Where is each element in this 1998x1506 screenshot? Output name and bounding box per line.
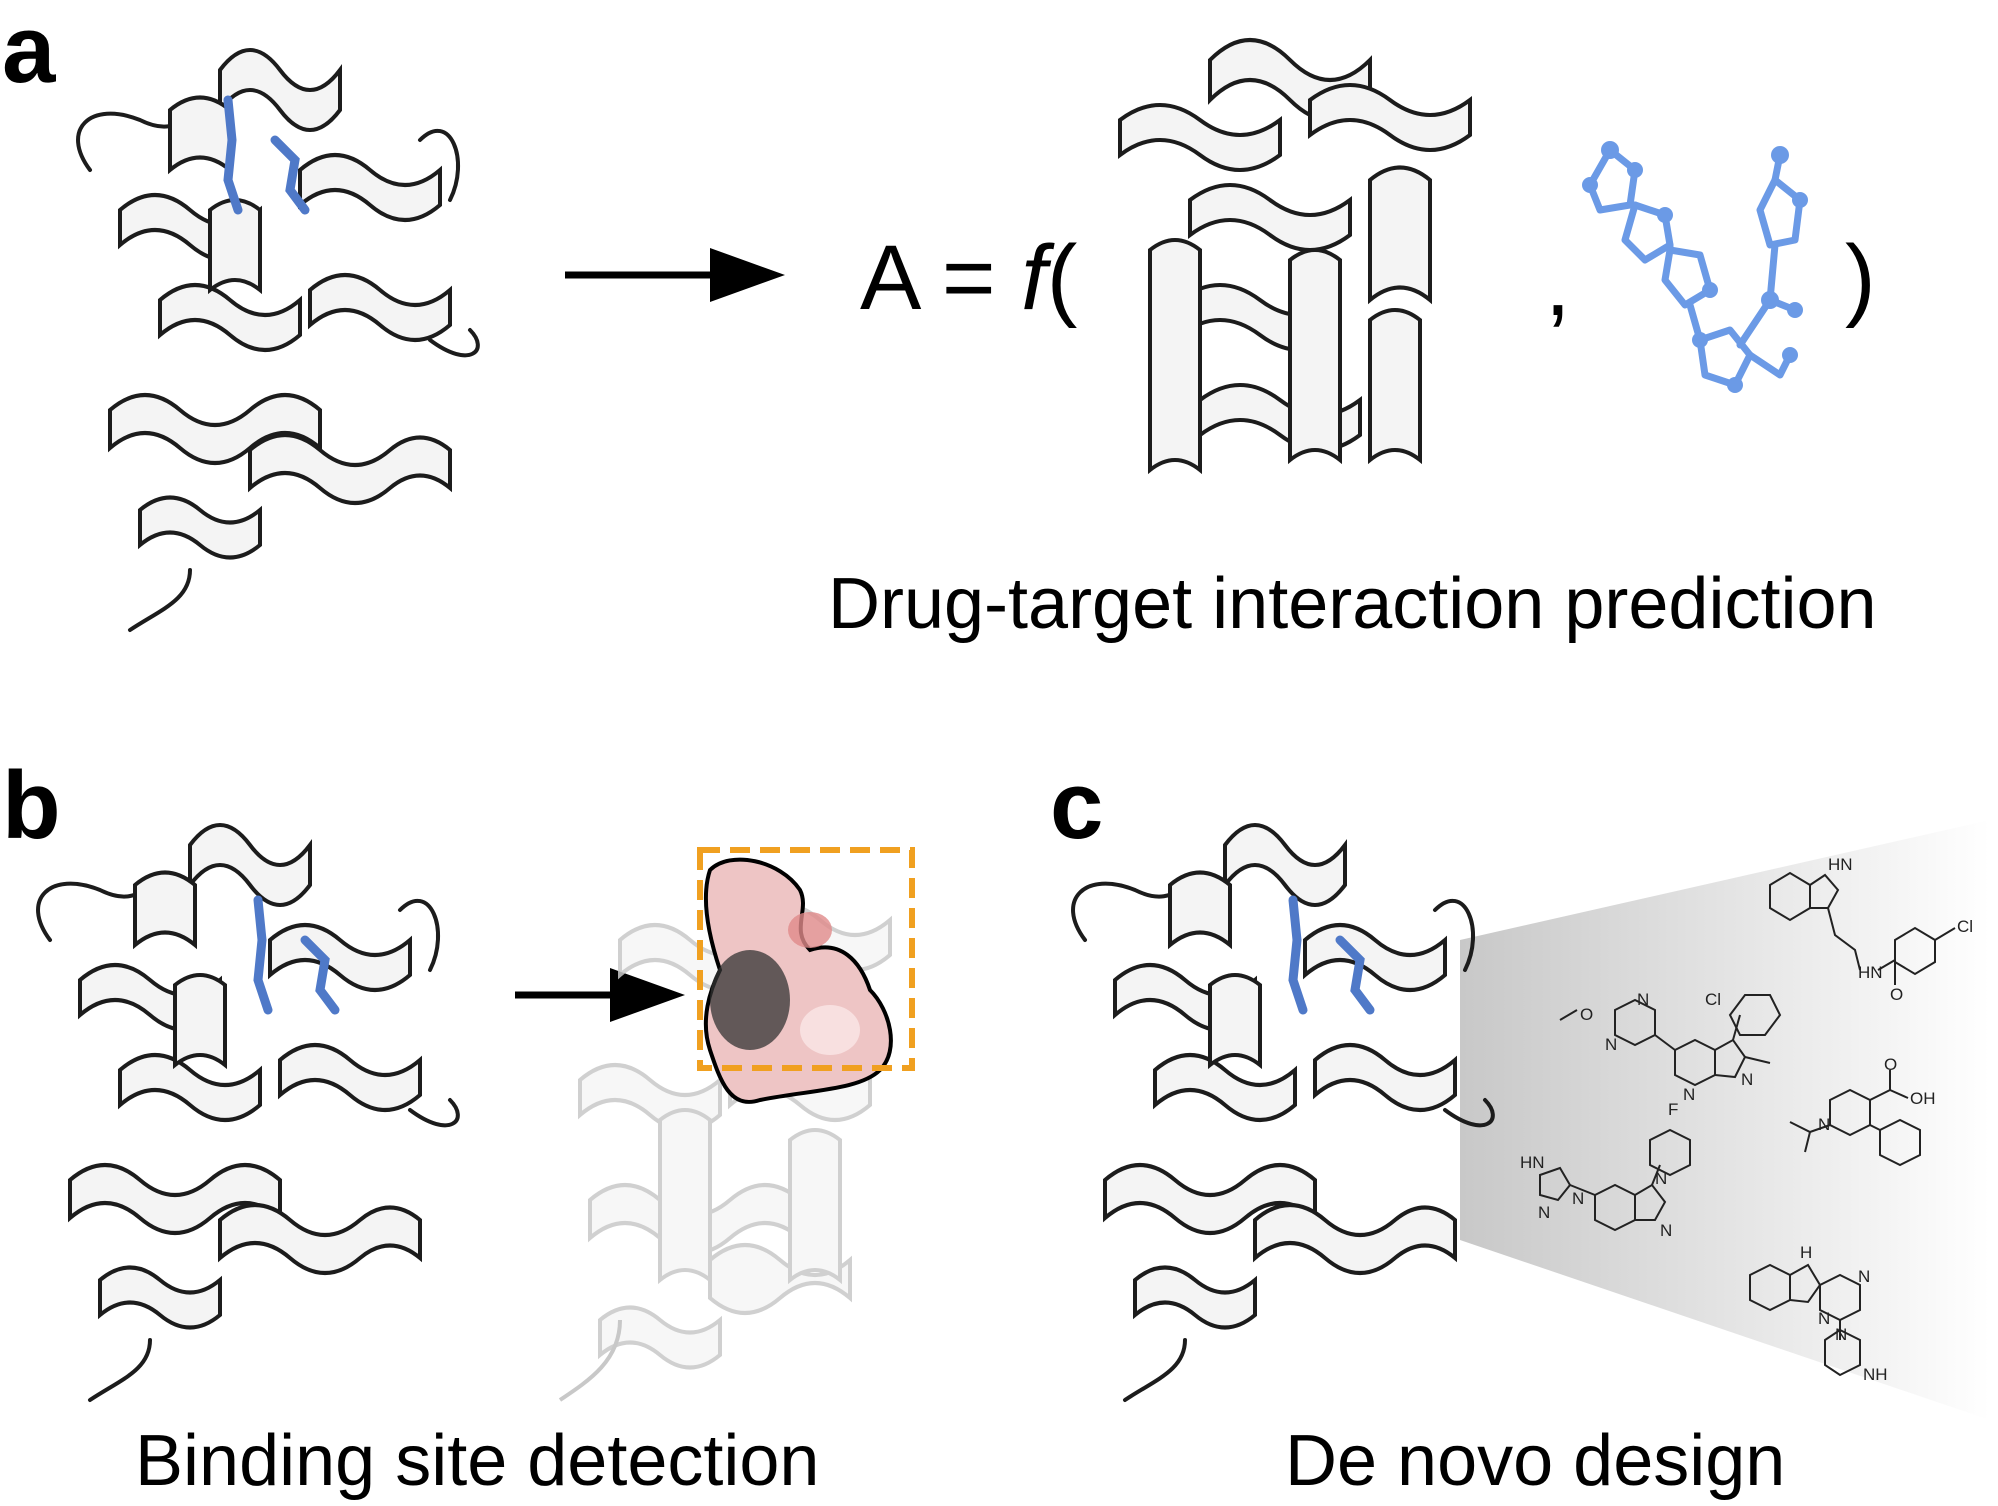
equation-equals: = [941,227,996,329]
molecule-fluoro-label: F [1668,1100,1679,1119]
equation-lhs: A = f( [860,232,1077,324]
protein-structure-c [1071,823,1495,1402]
svg-text:N: N [1858,1267,1870,1286]
panel-label-b: b [2,752,61,859]
protein-pocket-structure [558,847,915,1402]
panel-label-a: a [2,0,56,103]
svg-text:O: O [1884,1055,1897,1074]
equation-function: f [1021,227,1047,329]
svg-text:N: N [1637,990,1649,1009]
svg-text:Cl: Cl [1705,990,1721,1009]
panel-label-c: c [1050,752,1104,859]
molecule-indole-amide: HN HN Cl O [1769,855,1973,1004]
molecule-triazole-benzimidazole: HN N N N N [1520,1128,1691,1240]
arrow-b [515,968,685,1022]
svg-text:NH: NH [1863,1365,1888,1384]
svg-text:H: H [1800,1243,1812,1262]
svg-text:HN: HN [1520,1153,1545,1172]
svg-text:N: N [1818,1309,1830,1328]
molecule-piperidine-acid: O OH N [1789,1055,1936,1167]
equation-close-paren: ) [1845,227,1876,329]
svg-text:N: N [1655,1169,1667,1188]
molecule-pyrimidine-imidazopyridine: O N N Cl N N [1559,990,1782,1104]
svg-text:N: N [1835,1325,1847,1344]
equation-a: A [860,227,917,329]
caption-b: Binding site detection [135,1421,820,1501]
svg-text:OH: OH [1910,1089,1936,1108]
design-space-cone [1460,820,1990,1420]
caption-a: Drug-target interaction prediction [828,564,1877,644]
protein-structure-b [36,823,460,1402]
equation-open-paren: ( [1046,227,1078,329]
pocket-bounding-box [697,847,915,1071]
svg-text:N: N [1660,1221,1672,1240]
svg-text:HN: HN [1828,855,1853,874]
svg-text:N: N [1572,1189,1584,1208]
svg-text:HN: HN [1858,963,1883,982]
svg-text:N: N [1605,1035,1617,1054]
ligand-molecule [1582,141,1808,393]
equation-comma: , [1545,233,1571,335]
svg-text:O: O [1890,985,1903,1004]
molecule-pyrazino-indole: H N N N N NH [1749,1243,1888,1384]
svg-text:Cl: Cl [1957,917,1973,936]
protein-structure-eq [1118,38,1472,475]
svg-text:N: N [1683,1085,1695,1104]
caption-c: De novo design [1285,1421,1786,1501]
arrow-a [565,248,785,302]
svg-text:N: N [1818,1115,1830,1134]
binding-pocket-surface [703,857,893,1104]
protein-structure-a [76,48,480,632]
svg-text:O: O [1580,1005,1593,1024]
svg-text:N: N [1741,1070,1753,1089]
svg-text:N: N [1538,1203,1550,1222]
